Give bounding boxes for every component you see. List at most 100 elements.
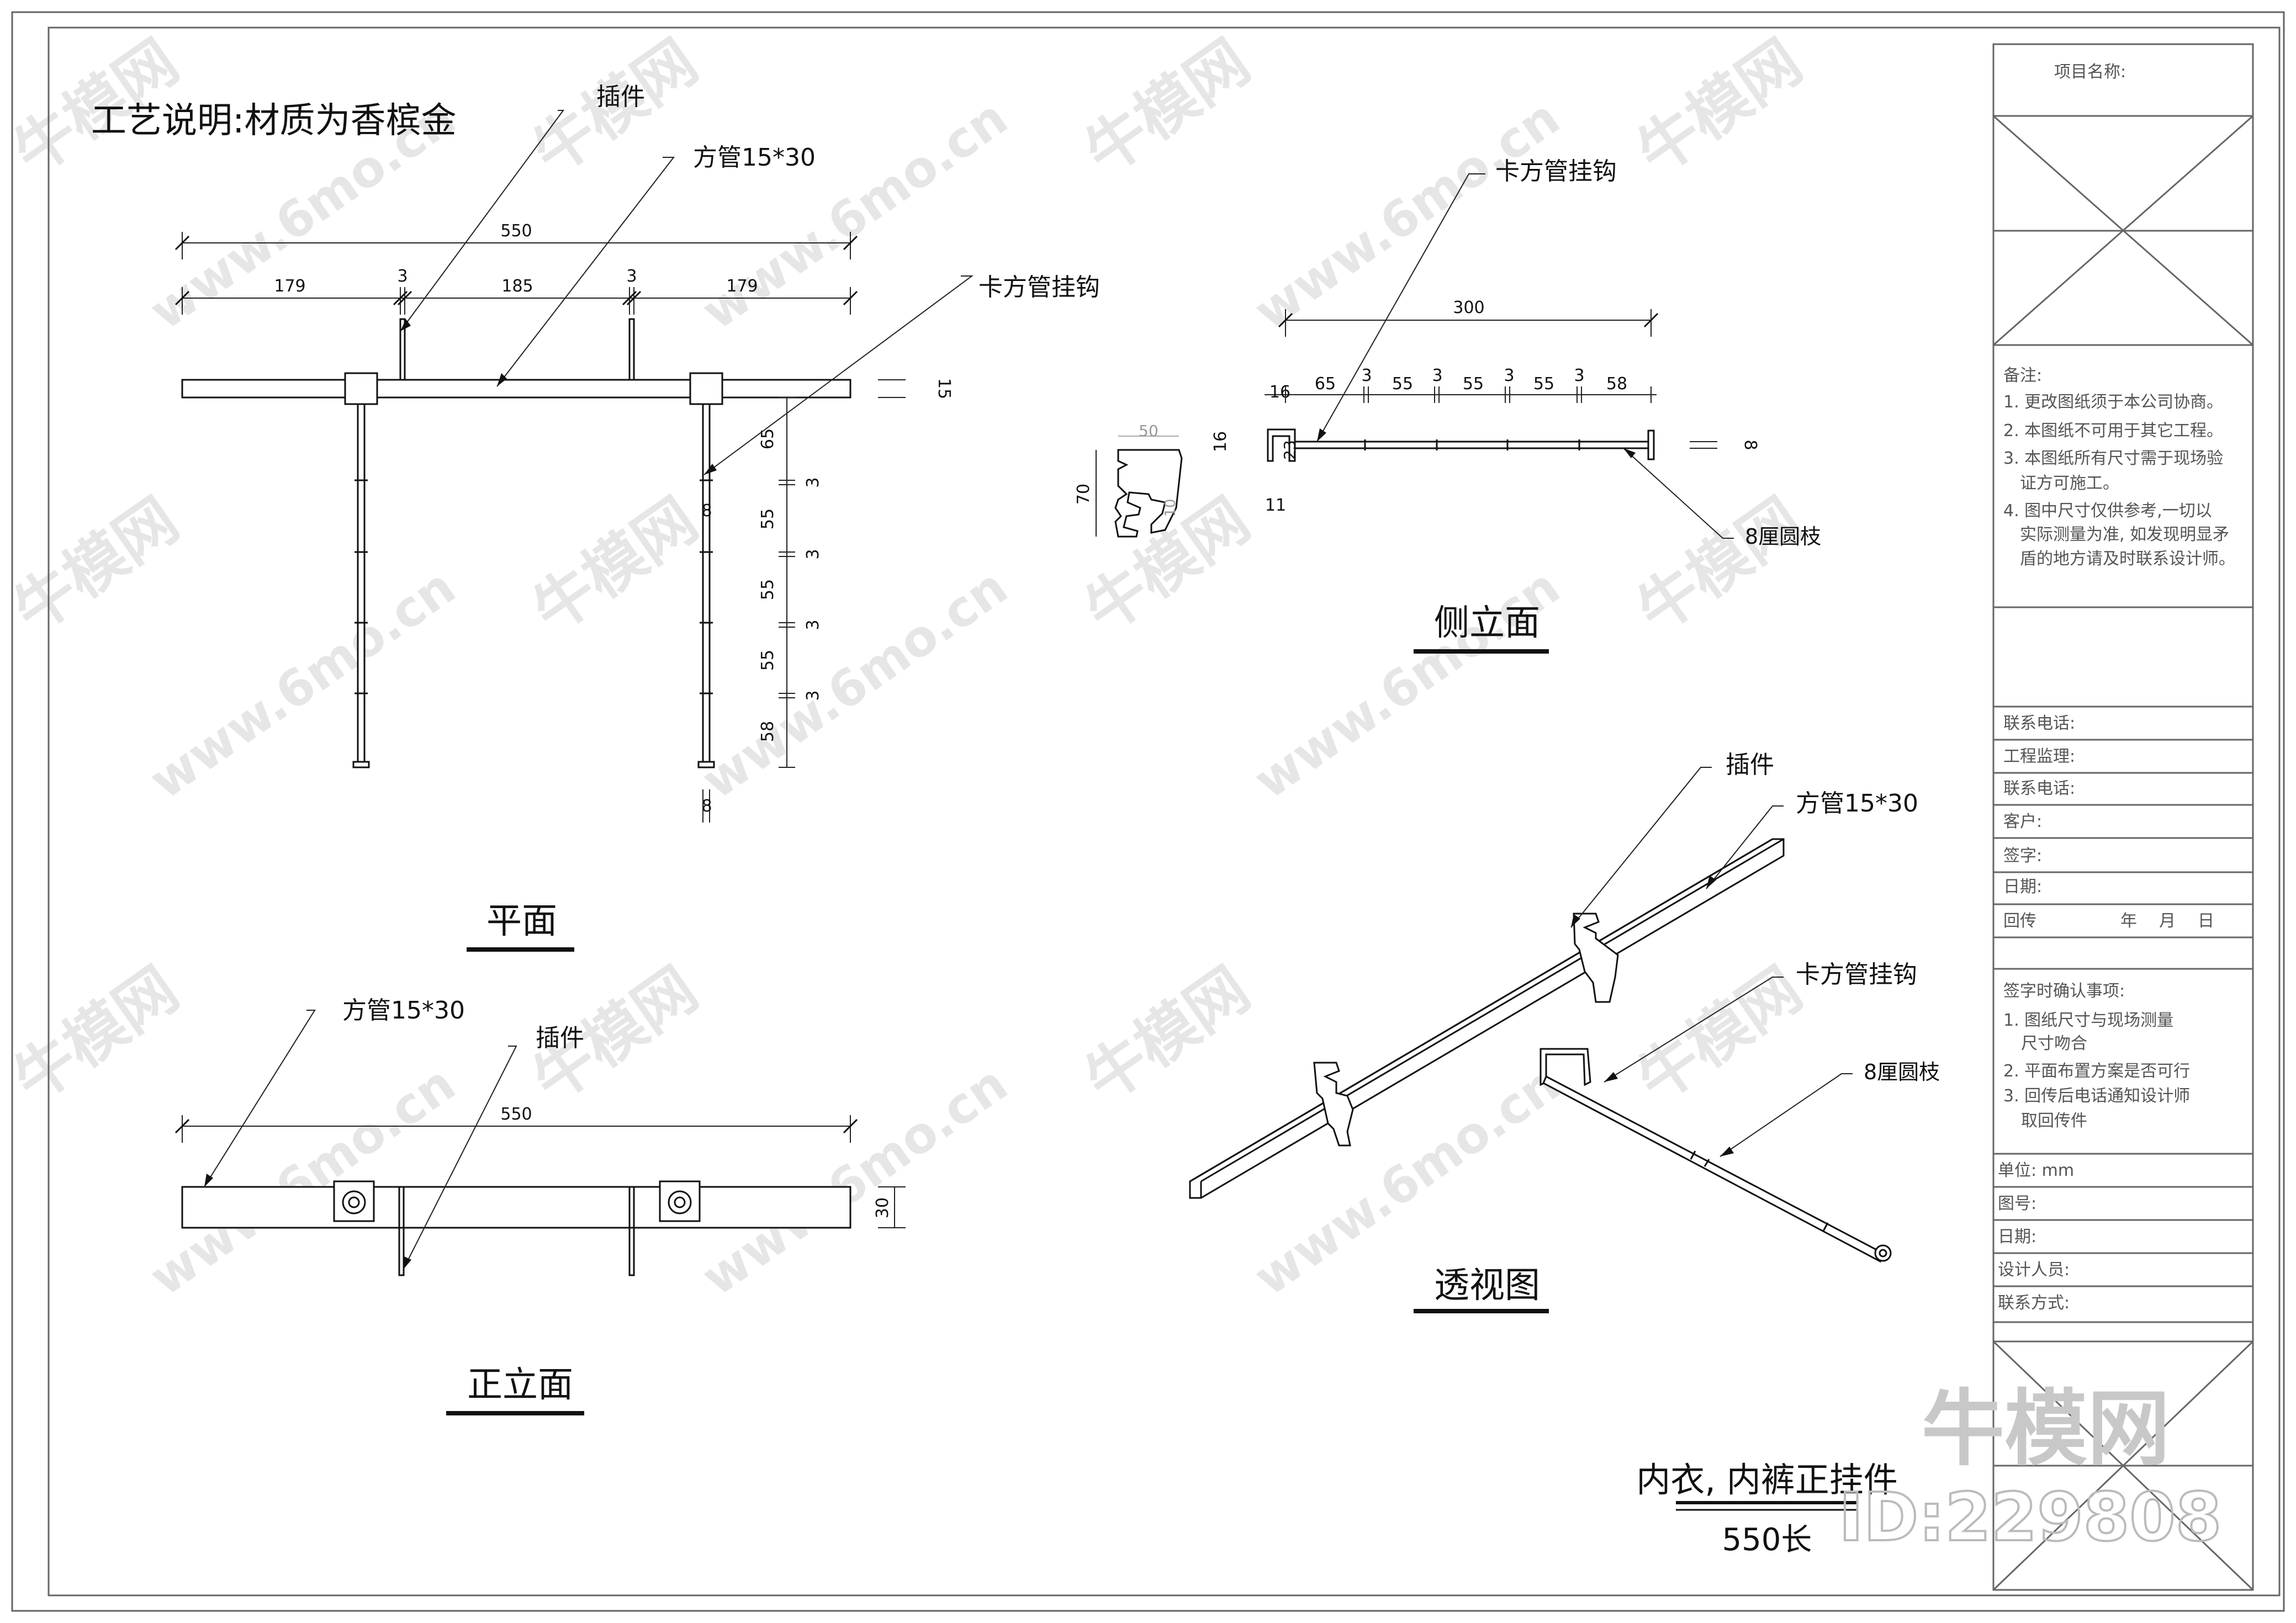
side-dim-58: 58	[1606, 374, 1627, 394]
watermark-site: www.6mo.cn	[691, 88, 1018, 341]
persp-label-insert: 插件	[1726, 751, 1774, 779]
tb-row: 联系电话:	[2003, 714, 2075, 733]
tb-row: 客户:	[2003, 812, 2042, 831]
plan-dim-total: 550	[500, 221, 532, 241]
watermark-site: www.6mo.cn	[1244, 558, 1570, 810]
tb-row: 联系电话:	[2003, 779, 2075, 798]
watermark-brand: 牛模网	[1072, 953, 1262, 1116]
plan-rod-right	[697, 403, 715, 768]
plan-label-square-tube: 方管15*30	[693, 144, 816, 172]
side-view-title: 侧立面	[1434, 603, 1540, 644]
tb-row: 设计人员:	[1998, 1260, 2070, 1280]
persp-rod	[1542, 1075, 1884, 1263]
plan-dim-tube: 15	[934, 378, 954, 399]
plan-dim-seg1: 179	[274, 277, 305, 296]
side-dim-16b: 16	[1211, 431, 1230, 452]
plan-dim-v6: 3	[803, 619, 823, 630]
tb-note: 2. 本图纸不可用于其它工程。	[2003, 421, 2223, 441]
tb-confirm-item: 尺寸吻合	[2021, 1034, 2087, 1053]
craft-note: 工艺说明:材质为香槟金	[91, 100, 457, 141]
side-dim-3c: 3	[1504, 366, 1514, 385]
persp-label-hook: 卡方管挂钩	[1796, 961, 1917, 989]
persp-label-square-tube: 方管15*30	[1796, 789, 1918, 818]
watermark-site: www.6mo.cn	[139, 558, 465, 810]
tb-unit: 单位: mm	[1998, 1161, 2074, 1180]
plan-dim-v8: 3	[803, 690, 823, 701]
inner-border	[47, 26, 2281, 1597]
plan-dim-gap2: 3	[626, 267, 637, 286]
persp-label-rod: 8厘圆枝	[1864, 1060, 1940, 1084]
side-dim-3d: 3	[1574, 366, 1584, 385]
side-dim-3b: 3	[1432, 366, 1442, 385]
tb-project-name: 项目名称:	[2054, 62, 2126, 82]
plan-dim-rod-b: 8	[701, 797, 712, 816]
plan-label-insert: 插件	[596, 83, 645, 111]
front-dim-height: 30	[873, 1197, 892, 1218]
plan-view-title: 平面	[486, 901, 557, 942]
product-name: 内衣, 内裤正挂件	[1636, 1460, 1897, 1500]
watermark-layer: 牛模网 牛模网 牛模网 牛模网 牛模网 牛模网 牛模网 牛模网 牛模网 牛模网 …	[1, 26, 1814, 1307]
detail-dim-radius: 10	[1162, 498, 1179, 517]
watermark-brand: 牛模网	[1624, 26, 1814, 188]
tb-note: 实际测量为准, 如发现明显矛	[2020, 525, 2229, 544]
watermark-brand: 牛模网	[1624, 953, 1814, 1116]
side-dim-55c: 55	[1533, 374, 1554, 394]
front-label-square-tube: 方管15*30	[342, 996, 465, 1025]
watermark-site: www.6mo.cn	[1244, 88, 1570, 341]
front-label-insert: 插件	[536, 1024, 584, 1052]
detail-dim-height: 70	[1074, 484, 1093, 505]
plan-dim-v4: 3	[803, 549, 823, 559]
tb-fax-back: 回传	[2003, 911, 2036, 931]
front-square-tube	[181, 1186, 851, 1229]
watermark-brand-large: 牛模网	[1922, 1381, 2170, 1477]
tb-month: 月	[2159, 911, 2176, 931]
perspective-view-title: 透视图	[1434, 1265, 1540, 1306]
watermark-id: ID:229808	[1839, 1479, 2221, 1556]
tb-row: 签字:	[2003, 846, 2042, 866]
front-dim-total: 550	[500, 1105, 532, 1124]
title-block: 项目名称: 备注: 1. 更改图纸须于本公司协商。 2. 本图纸不可用于其它工程…	[1992, 43, 2254, 1591]
plan-dim-v2: 3	[803, 477, 823, 487]
plan-dim-v5: 55	[758, 579, 777, 600]
tb-note: 4. 图中尺寸仅供参考,一切以	[2003, 501, 2212, 521]
plan-dim-rod-a: 8	[701, 501, 712, 521]
tb-confirm-item: 2. 平面布置方案是否可行	[2003, 1062, 2190, 1081]
side-label-hook: 卡方管挂钩	[1495, 157, 1617, 185]
product-length: 550长	[1722, 1522, 1812, 1558]
tb-confirm-item: 1. 图纸尺寸与现场测量	[2003, 1011, 2173, 1030]
side-dim-23: 23	[1281, 440, 1299, 460]
side-dim-8: 8	[1740, 439, 1760, 450]
tb-note: 1. 更改图纸须于本公司协商。	[2003, 393, 2223, 412]
side-dim-16a: 16	[1269, 383, 1290, 402]
side-dim-11: 11	[1265, 496, 1286, 515]
side-dim-55b: 55	[1463, 374, 1484, 394]
tb-note: 证方可施工。	[2020, 474, 2119, 493]
side-elevation-view: 50 70 10 300 16 65 3 55 3 55 3 55 3 58	[1074, 157, 1821, 654]
tb-row: 日期:	[1998, 1227, 2036, 1247]
perspective-view: 插件 方管15*30 卡方管挂钩 8厘圆枝 透视图	[1189, 751, 1940, 1313]
plan-dim-gap1: 3	[397, 267, 408, 286]
tb-note: 盾的地方请及时联系设计师。	[2020, 549, 2235, 569]
tb-row: 图号:	[1998, 1194, 2036, 1213]
tb-year: 年	[2120, 911, 2137, 931]
tb-confirm-title: 签字时确认事项:	[2003, 982, 2125, 1001]
plan-rod-left	[352, 403, 370, 768]
plan-dim-v9: 58	[758, 721, 777, 742]
watermark-brand: 牛模网	[1, 953, 191, 1116]
watermark-brand: 牛模网	[1, 484, 191, 646]
watermark-brand: 牛模网	[1072, 26, 1262, 188]
watermark-site: www.6mo.cn	[691, 1054, 1018, 1307]
tb-row: 联系方式:	[1998, 1293, 2070, 1313]
watermark-site: www.6mo.cn	[139, 1054, 465, 1307]
plan-dim-v7: 55	[758, 650, 777, 671]
front-view-title: 正立面	[467, 1365, 573, 1405]
detail-dim-width: 50	[1139, 422, 1158, 440]
hook-profile-detail: 50 70 10	[1074, 422, 1183, 538]
tb-confirm-item: 3. 回传后电话通知设计师	[2003, 1086, 2190, 1106]
tb-row: 日期:	[2003, 877, 2042, 897]
tb-confirm-item: 取回传件	[2021, 1111, 2087, 1131]
watermark-site: www.6mo.cn	[691, 558, 1018, 810]
tb-note: 3. 本图纸所有尺寸需于现场验	[2003, 449, 2223, 468]
watermark-brand: 牛模网	[520, 484, 710, 646]
plan-dim-seg2: 185	[501, 277, 533, 296]
